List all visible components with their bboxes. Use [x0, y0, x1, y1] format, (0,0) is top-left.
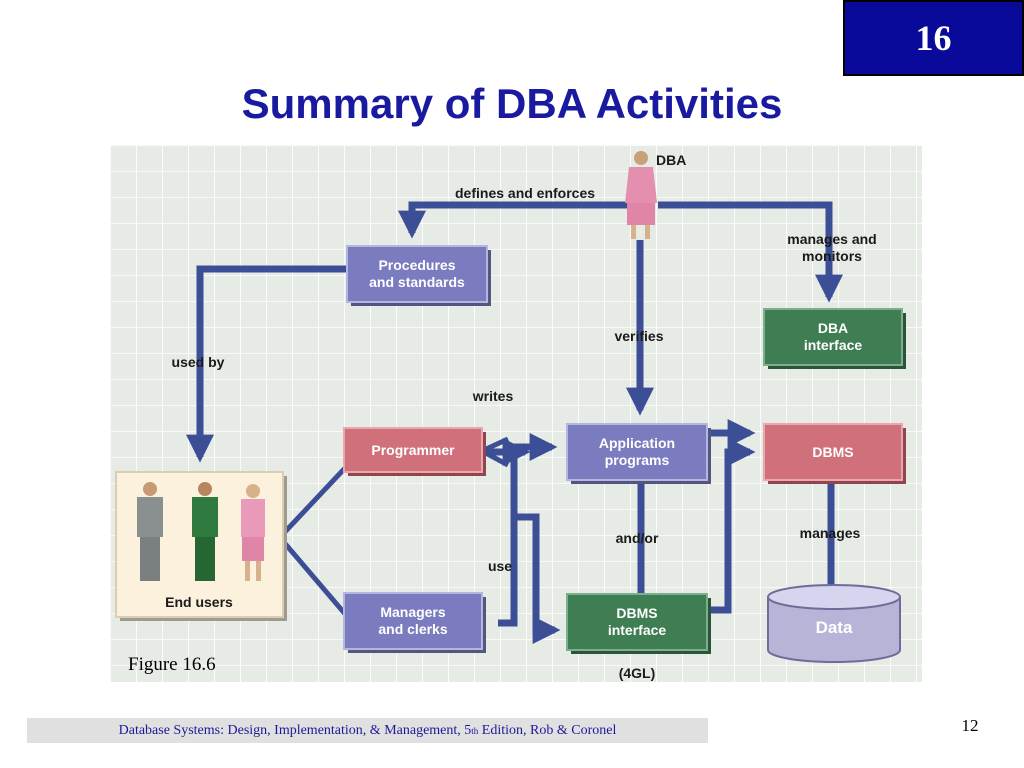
dba-person-icon: [625, 151, 657, 239]
line-programmer-to-app-upper: [482, 436, 510, 453]
label-use: use: [488, 558, 512, 574]
footer-citation-text-end: Edition, Rob & Coronel: [478, 722, 617, 738]
label-manages: manages: [800, 525, 861, 541]
line-programmer-to-app-lower: [482, 449, 510, 468]
dbms-interface-label-line1: DBMS: [616, 605, 657, 621]
dba-interface-label-line2: interface: [804, 337, 863, 353]
label-writes: writes: [472, 388, 514, 404]
data-label: Data: [816, 618, 853, 637]
label-used-by: used by: [172, 354, 225, 370]
page-number: 12: [961, 716, 979, 735]
line-end-users-to-programmer: [280, 465, 348, 537]
managers-clerks-box: Managers and clerks: [343, 592, 486, 653]
label-verifies: verifies: [614, 328, 663, 344]
chapter-badge: 16: [843, 0, 1024, 76]
arrow-defines-enforces: [398, 201, 628, 239]
label-4gl: (4GL): [619, 665, 656, 681]
footer-citation-bar: Database Systems: Design, Implementation…: [27, 718, 708, 743]
dba-interface-label-line1: DBA: [818, 320, 848, 336]
dba-activities-diagram: DBA defines and enforces manages and mon…: [110, 145, 922, 682]
dba-label: DBA: [656, 152, 686, 168]
dba-interface-box: DBA interface: [763, 308, 906, 369]
programmer-box: Programmer: [343, 427, 486, 476]
procedures-label-line1: Procedures: [378, 257, 455, 273]
label-defines-enforces: defines and enforces: [455, 185, 595, 201]
end-users-label: End users: [165, 594, 233, 610]
application-programs-label-line1: Application: [599, 435, 675, 451]
figure-caption: Figure 16.6: [128, 654, 216, 675]
programmer-label: Programmer: [371, 442, 455, 458]
end-user-pink-person-icon: [241, 484, 265, 581]
dbms-interface-box: DBMS interface: [566, 593, 711, 654]
dbms-box: DBMS: [763, 423, 906, 484]
line-end-users-to-managers: [280, 538, 348, 617]
label-manages-monitors-line1: manages and: [787, 231, 876, 247]
footer-citation-text: Database Systems: Design, Implementation…: [118, 722, 472, 738]
arrow-use-to-dbms-interface: [498, 513, 561, 644]
label-manages-monitors-line2: monitors: [802, 248, 862, 264]
chapter-number: 16: [915, 18, 952, 58]
managers-clerks-label-line2: and clerks: [378, 621, 447, 637]
dbms-interface-label-line2: interface: [608, 622, 667, 638]
footer-citation-sup: th: [471, 725, 479, 736]
procedures-box: Procedures and standards: [346, 245, 491, 306]
label-and-or: and/or: [616, 530, 659, 546]
slide-title: Summary of DBA Activities: [241, 80, 783, 127]
arrow-dbms-interface-to-dbms: [708, 438, 756, 614]
arrow-used-by: [186, 265, 347, 463]
data-cylinder: Data: [767, 584, 901, 663]
arrow-manages-monitors: [658, 201, 843, 303]
end-users-panel: End users: [115, 471, 287, 621]
managers-clerks-label-line1: Managers: [380, 604, 446, 620]
application-programs-box: Application programs: [566, 423, 711, 484]
end-user-green-person-icon: [192, 482, 218, 581]
procedures-label-line2: and standards: [369, 274, 465, 290]
end-user-gray-person-icon: [137, 482, 163, 581]
application-programs-label-line2: programs: [605, 452, 670, 468]
dbms-label: DBMS: [812, 444, 853, 460]
